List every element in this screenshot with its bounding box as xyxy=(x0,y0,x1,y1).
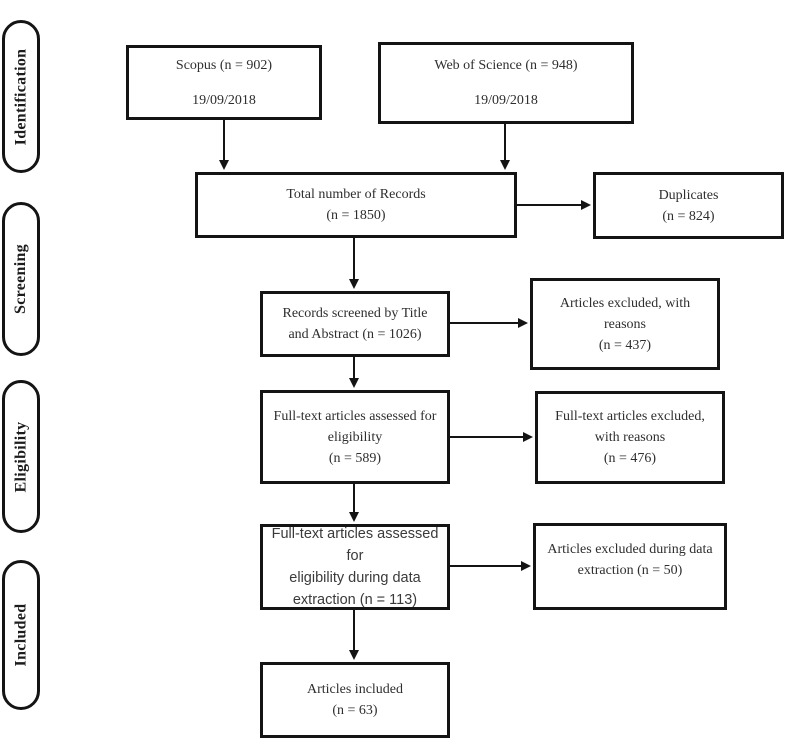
arrow-line xyxy=(353,238,355,280)
arrow-line xyxy=(353,610,355,651)
arrow-screened-to-fulltext xyxy=(349,357,359,388)
box-fulltext-excluded-line: Full-text articles excluded, xyxy=(555,409,705,424)
arrow-extraction-to-excluded xyxy=(450,561,531,571)
box-included-count: (n = 63) xyxy=(332,703,378,718)
arrowhead-down-icon xyxy=(500,160,510,170)
arrow-total-to-screened xyxy=(349,238,359,289)
box-extraction-line: Full-text articles assessed for xyxy=(271,526,439,564)
stage-label-screening: Screening xyxy=(2,202,40,356)
box-fulltext-line: Full-text articles assessed for xyxy=(273,408,437,424)
box-fulltext-line: eligibility xyxy=(327,429,383,445)
box-total-records-line: Total number of Records xyxy=(286,187,426,202)
box-excluded-line: Articles excluded, with xyxy=(559,295,691,311)
box-wos-title: Web of Science (n = 948) xyxy=(434,58,578,73)
arrow-line xyxy=(450,322,519,324)
arrow-scopus-to-total xyxy=(219,120,229,170)
arrow-screened-to-excluded xyxy=(450,318,528,328)
box-excluded-extraction-line: Articles excluded during data xyxy=(547,541,713,557)
stage-label-text: Identification xyxy=(12,48,29,145)
box-fulltext-excluded-line: with reasons xyxy=(594,430,666,445)
stage-label-text: Included xyxy=(12,603,29,667)
box-duplicates-count: (n = 824) xyxy=(662,208,715,224)
box-scopus-date: 19/09/2018 xyxy=(192,92,256,108)
box-total-records: Total number of Records (n = 1850) xyxy=(195,172,517,238)
arrow-extraction-to-included xyxy=(349,610,359,660)
box-extraction-count: extraction (n = 113) xyxy=(292,592,418,608)
box-records-screened-count: and Abstract (n = 1026) xyxy=(288,327,422,342)
box-scopus-title: Scopus (n = 902) xyxy=(175,57,273,73)
arrow-line xyxy=(450,436,524,438)
arrow-line xyxy=(516,204,582,206)
box-scopus: Scopus (n = 902) 19/09/2018 xyxy=(126,45,322,120)
arrowhead-down-icon xyxy=(349,512,359,522)
box-fulltext-excluded: Full-text articles excluded, with reason… xyxy=(535,391,725,484)
stage-label-text: Screening xyxy=(12,244,29,314)
stage-label-included: Included xyxy=(2,560,40,710)
arrowhead-right-icon xyxy=(523,432,533,442)
arrowhead-down-icon xyxy=(219,160,229,170)
box-total-records-count: (n = 1850) xyxy=(326,208,386,223)
box-included-line: Articles included xyxy=(306,682,404,697)
box-excluded-extraction-count: extraction (n = 50) xyxy=(577,562,683,578)
stage-label-text: Eligibility xyxy=(12,421,29,492)
box-duplicates: Duplicates (n = 824) xyxy=(593,172,784,239)
arrow-line xyxy=(504,124,506,161)
box-wos-date: 19/09/2018 xyxy=(474,93,538,108)
arrow-fulltext-to-extraction xyxy=(349,484,359,522)
stage-label-eligibility: Eligibility xyxy=(2,380,40,533)
box-records-screened-line: Records screened by Title xyxy=(282,306,428,321)
arrow-line xyxy=(223,120,225,161)
arrow-line xyxy=(353,484,355,513)
arrow-line xyxy=(353,357,355,379)
box-articles-included: Articles included (n = 63) xyxy=(260,662,450,738)
box-articles-excluded-reasons: Articles excluded, with reasons (n = 437… xyxy=(530,278,720,370)
arrow-total-to-duplicates xyxy=(516,200,591,210)
box-fulltext-count: (n = 589) xyxy=(328,450,382,466)
arrowhead-down-icon xyxy=(349,650,359,660)
arrowhead-right-icon xyxy=(581,200,591,210)
box-duplicates-line: Duplicates xyxy=(658,187,719,203)
arrowhead-down-icon xyxy=(349,378,359,388)
arrowhead-down-icon xyxy=(349,279,359,289)
arrowhead-right-icon xyxy=(521,561,531,571)
box-fulltext-assessed: Full-text articles assessed for eligibil… xyxy=(260,390,450,484)
box-web-of-science: Web of Science (n = 948) 19/09/2018 xyxy=(378,42,634,124)
arrow-wos-to-total xyxy=(500,124,510,170)
arrowhead-right-icon xyxy=(518,318,528,328)
box-fulltext-extraction: Full-text articles assessed for eligibil… xyxy=(260,524,450,610)
box-excluded-extraction: Articles excluded during data extraction… xyxy=(533,523,727,610)
arrow-line xyxy=(450,565,522,567)
box-extraction-line: eligibility during data xyxy=(289,570,421,586)
arrow-fulltext-to-excluded xyxy=(450,432,533,442)
box-excluded-line: reasons xyxy=(604,316,646,332)
box-fulltext-excluded-count: (n = 476) xyxy=(603,451,657,466)
stage-label-identification: Identification xyxy=(2,20,40,173)
box-records-screened: Records screened by Title and Abstract (… xyxy=(260,291,450,357)
box-excluded-count: (n = 437) xyxy=(598,337,652,353)
